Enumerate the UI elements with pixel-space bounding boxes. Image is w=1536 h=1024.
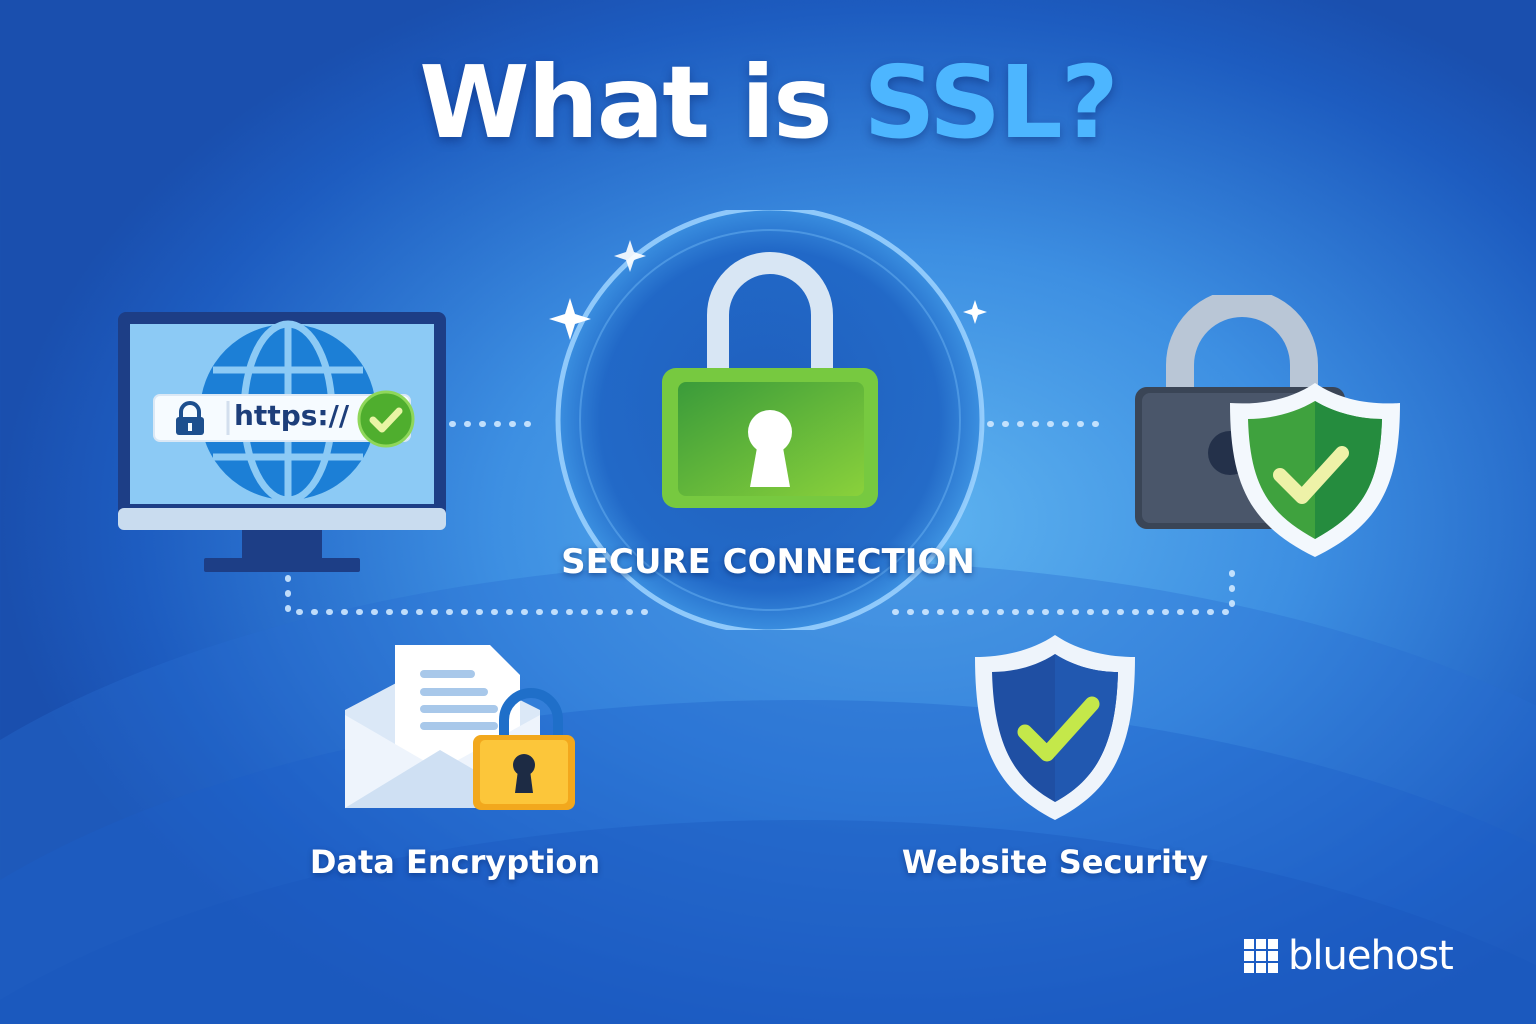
dark-padlock-icon: [1135, 295, 1400, 557]
envelope-lock-icon: [345, 645, 575, 810]
website-security-label: Website Security: [901, 843, 1209, 881]
page-title: What is SSL?: [0, 44, 1536, 161]
secure-connection-ring: [549, 210, 987, 630]
green-padlock-icon: [662, 252, 878, 508]
grid-logo-icon: [1244, 939, 1278, 973]
sparkle-icon: [549, 240, 987, 340]
data-encryption-label: Data Encryption: [309, 843, 601, 881]
title-prefix: What is: [419, 44, 864, 161]
blue-shield-check-icon: [975, 635, 1135, 820]
title-accent: SSL?: [863, 44, 1118, 161]
green-shield-check-icon: [1230, 383, 1400, 557]
bluehost-logo: bluehost: [1244, 933, 1454, 979]
secure-connection-label: SECURE CONNECTION: [561, 542, 975, 582]
address-text: https://: [234, 399, 350, 432]
padlock-icon: [176, 401, 204, 435]
address-bar: https://: [152, 390, 415, 448]
brand-name: bluehost: [1288, 933, 1454, 979]
check-circle-icon: [357, 390, 415, 448]
